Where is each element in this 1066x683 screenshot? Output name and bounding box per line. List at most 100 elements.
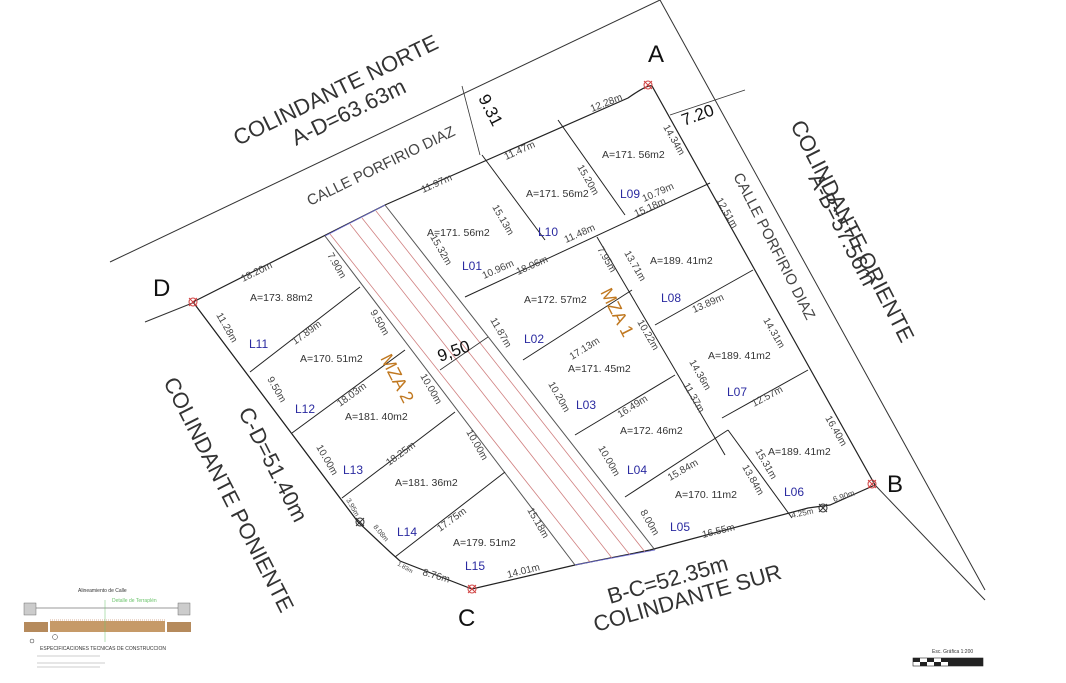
block-mza2-label: MZA 2 <box>376 351 417 406</box>
center-street-width: 9,50 <box>435 337 473 366</box>
lot-id: L06 <box>784 485 804 499</box>
east-street-width: 7.20 <box>679 101 717 130</box>
lot-line <box>481 154 546 241</box>
svg-text:10.20m: 10.20m <box>545 380 571 414</box>
svg-text:10.00m: 10.00m <box>417 372 443 406</box>
svg-text:11.97m: 11.97m <box>420 172 454 195</box>
vertex-marker <box>355 517 365 527</box>
svg-text:Detalle de Terraplén: Detalle de Terraplén <box>112 598 157 604</box>
graphic-scale: Esc. Gráfica 1:200 <box>912 649 984 667</box>
svg-text:9.50m: 9.50m <box>264 375 287 405</box>
lot-id: L03 <box>576 398 596 412</box>
lot-line <box>394 471 506 558</box>
street-axis-line <box>361 217 631 556</box>
lot-line <box>721 369 809 419</box>
north-street-width: 9.31 <box>474 91 506 129</box>
east-extension-line <box>874 484 986 601</box>
lot-area: A=170. 51m2 <box>300 353 363 365</box>
lot-line <box>596 236 726 456</box>
svg-text:15.18m: 15.18m <box>524 506 550 540</box>
svg-text:11.28m: 11.28m <box>213 311 239 345</box>
svg-text:15.13m: 15.13m <box>489 203 515 237</box>
east-road-outer-line <box>659 0 986 591</box>
lot-id: L10 <box>538 225 558 239</box>
svg-text:12.51m: 12.51m <box>713 196 739 230</box>
vertex-marker <box>818 503 828 513</box>
svg-text:7.95m: 7.95m <box>594 245 617 275</box>
point-c-marker <box>467 584 477 594</box>
central-street-edge-east <box>384 204 656 551</box>
svg-text:4.25m: 4.25m <box>791 506 815 519</box>
lot-area: A=181. 36m2 <box>395 477 458 489</box>
north-boundary-title: COLINDANTE NORTE <box>229 30 442 151</box>
lot-area: A=189. 41m2 <box>768 446 831 458</box>
north-road-outer-line <box>109 0 661 263</box>
svg-text:8.08m: 8.08m <box>371 524 389 544</box>
lot-line <box>341 411 456 499</box>
lot-id: L13 <box>343 463 363 477</box>
center-street-width-line <box>439 336 489 371</box>
lot-area: A=171. 45m2 <box>568 363 631 375</box>
east-street-name: CALLE PORFIRIO DIAZ <box>729 170 818 323</box>
svg-text:14.01m: 14.01m <box>506 562 541 581</box>
lot-area: A=171. 56m2 <box>427 227 490 239</box>
lot-line <box>249 286 361 373</box>
svg-text:18.03m: 18.03m <box>335 381 368 410</box>
svg-text:10.22m: 10.22m <box>634 318 660 352</box>
lot-area: A=171. 56m2 <box>602 149 665 161</box>
lot-area: A=172. 57m2 <box>524 294 587 306</box>
road-section-inset: Alineamiento de Calle Detalle de Terrapl… <box>23 588 191 668</box>
svg-text:18.25m: 18.25m <box>384 440 417 469</box>
lot-id: L11 <box>249 337 268 351</box>
svg-text:7.90m: 7.90m <box>324 251 347 281</box>
svg-text:17.13m: 17.13m <box>568 336 602 363</box>
lot-id: L05 <box>670 520 690 534</box>
svg-text:12.57m: 12.57m <box>750 384 785 409</box>
lot-area: A=172. 46m2 <box>620 425 683 437</box>
svg-text:8.76m: 8.76m <box>421 567 451 585</box>
lot-line <box>291 349 406 434</box>
lot-area: A=189. 41m2 <box>708 350 771 362</box>
lot-line <box>624 429 729 498</box>
lot-area: A=189. 41m2 <box>650 255 713 267</box>
lot-line <box>464 182 711 298</box>
svg-text:16.49m: 16.49m <box>616 394 650 421</box>
svg-text:11.87m: 11.87m <box>487 316 513 350</box>
point-b-marker <box>867 479 877 489</box>
svg-text:10.00m: 10.00m <box>313 443 339 477</box>
svg-text:ESPECIFICACIONES TECNICAS DE C: ESPECIFICACIONES TECNICAS DE CONSTRUCCIO… <box>40 646 166 652</box>
block-mza1-label: MZA 1 <box>596 285 637 340</box>
lot-area: A=179. 51m2 <box>453 537 516 549</box>
street-axis-line <box>329 233 591 563</box>
svg-text:16.55m: 16.55m <box>701 522 736 541</box>
svg-text:1.83m: 1.83m <box>396 562 413 576</box>
svg-text:18.06m: 18.06m <box>515 254 550 278</box>
lot-id: L08 <box>661 291 681 305</box>
lot-area: A=181. 40m2 <box>345 411 408 423</box>
svg-text:8.00m: 8.00m <box>637 508 660 538</box>
lot-area: A=171. 56m2 <box>526 188 589 200</box>
lot-line <box>574 374 676 436</box>
point-d-label: D <box>153 275 170 302</box>
point-a-marker <box>643 80 653 90</box>
svg-text:15.84m: 15.84m <box>666 457 700 483</box>
svg-text:Alineamiento de Calle: Alineamiento de Calle <box>78 588 127 594</box>
north-street-width-line <box>461 85 481 156</box>
lot-id: L09 <box>620 187 640 201</box>
point-a-label: A <box>648 41 664 68</box>
svg-text:17.75m: 17.75m <box>435 506 468 535</box>
lot-line <box>522 289 633 361</box>
svg-text:13.71m: 13.71m <box>621 249 647 283</box>
street-axis-line <box>349 223 613 559</box>
point-d-marker <box>188 297 198 307</box>
lot-area: A=173. 88m2 <box>250 292 313 304</box>
lot-line <box>557 119 626 216</box>
lot-line <box>727 429 793 519</box>
svg-text:Esc. Gráfica 1:200: Esc. Gráfica 1:200 <box>932 649 973 655</box>
svg-text:10.96m: 10.96m <box>481 258 516 282</box>
point-c-label: C <box>458 605 475 632</box>
lot-id: L14 <box>397 525 417 539</box>
svg-text:11.47m: 11.47m <box>503 139 537 162</box>
lot-id: L01 <box>462 259 482 273</box>
